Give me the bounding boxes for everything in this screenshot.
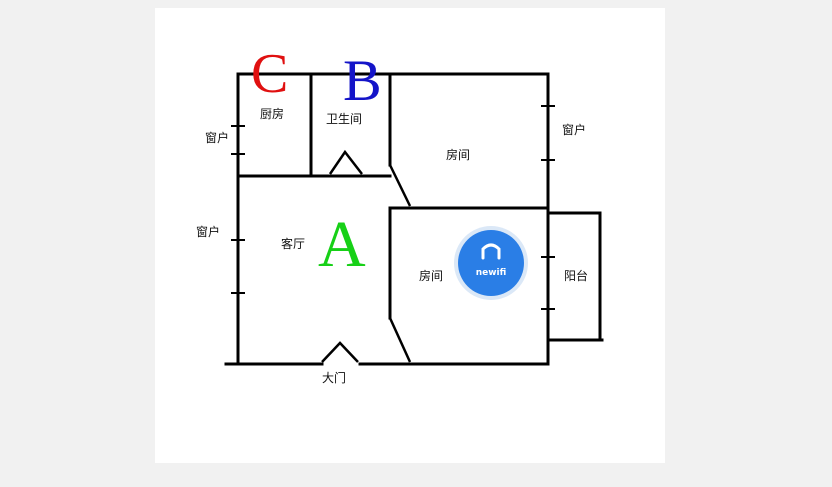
label-front-door: 大门	[322, 370, 346, 385]
label-window-right-upper: 窗户	[562, 122, 586, 137]
paper-background	[155, 8, 665, 463]
bedroom-bottom-door	[388, 317, 412, 363]
bedroom-top-door	[388, 164, 412, 207]
router-brand-text: newifi	[476, 268, 507, 278]
zone-letter-a: A	[318, 208, 366, 281]
front-door-arc	[321, 341, 359, 363]
label-bedroom-top: 房间	[446, 147, 470, 162]
bathroom-door-arc	[328, 149, 363, 175]
label-kitchen: 厨房	[260, 106, 284, 121]
label-bedroom-bottom: 房间	[419, 268, 443, 283]
label-bathroom: 卫生间	[326, 112, 362, 126]
zone-letter-b: B	[343, 48, 382, 113]
newifi-router-icon: newifi	[454, 226, 528, 300]
label-living-room: 客厅	[281, 236, 305, 251]
walls	[224, 72, 604, 366]
door-marks	[321, 149, 412, 363]
label-balcony: 阳台	[564, 268, 588, 283]
label-window-left-lower: 窗户	[196, 224, 220, 239]
window-ticks	[231, 105, 555, 310]
zone-letter-c: C	[251, 43, 288, 105]
label-window-left-upper: 窗户	[205, 130, 229, 145]
